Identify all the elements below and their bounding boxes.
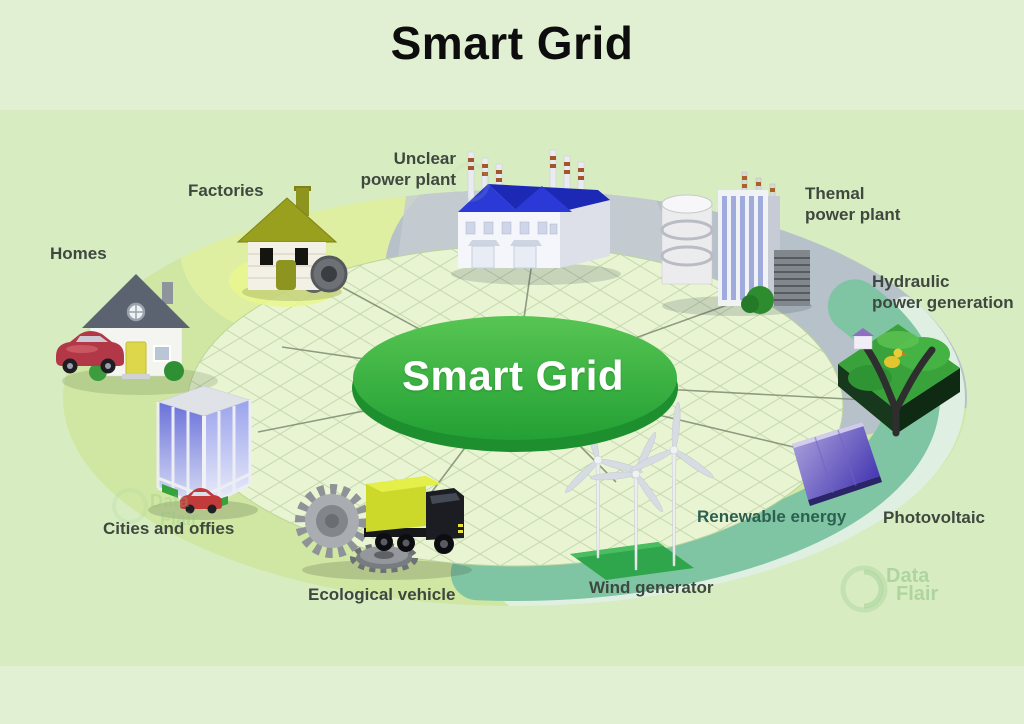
central-node-label: Smart Grid	[401, 352, 625, 399]
river	[860, 340, 936, 437]
label-factories: Factories	[188, 181, 264, 200]
label-cities-offices: Cities and offies	[103, 519, 235, 538]
hydraulic-illustration	[838, 324, 960, 437]
truck-icon	[364, 476, 464, 554]
duck-icon	[884, 356, 900, 368]
eco-vehicle-illustration	[295, 476, 472, 580]
wind-generator-illustration	[565, 401, 714, 580]
central-node	[352, 316, 678, 452]
label-thermal-plant: Themal power plant	[805, 184, 901, 224]
dataflair-watermark-faint: Data Flair	[150, 491, 199, 529]
label-nuclear-plant: Unclear power plant	[360, 149, 456, 189]
label-ecological-vehicle: Ecological vehicle	[308, 585, 456, 604]
label-hydraulic: Hydraulic power generation	[872, 272, 1014, 312]
label-homes: Homes	[50, 244, 107, 263]
diagram-canvas	[56, 149, 967, 613]
gear-icon	[295, 484, 418, 573]
page-title: Smart Grid	[390, 17, 634, 69]
photovoltaic-illustration	[792, 422, 882, 506]
diagram-scene	[0, 110, 1024, 666]
label-photovoltaic: Photovoltaic	[883, 508, 986, 527]
factories-illustration	[229, 186, 348, 307]
cities-offices-illustration	[148, 385, 258, 520]
homes-illustration	[56, 274, 218, 395]
dataflair-watermark-logo	[112, 162, 888, 613]
thermal-plant-illustration	[660, 171, 812, 316]
red-car-icon	[56, 331, 124, 374]
label-renewable-energy: Renewable energy	[697, 507, 847, 526]
small-red-car-icon	[180, 488, 222, 514]
dataflair-watermark: Data Flair	[886, 565, 939, 605]
nuclear-plant-illustration	[451, 149, 621, 285]
label-wind-generator: Wind generator	[589, 578, 714, 597]
